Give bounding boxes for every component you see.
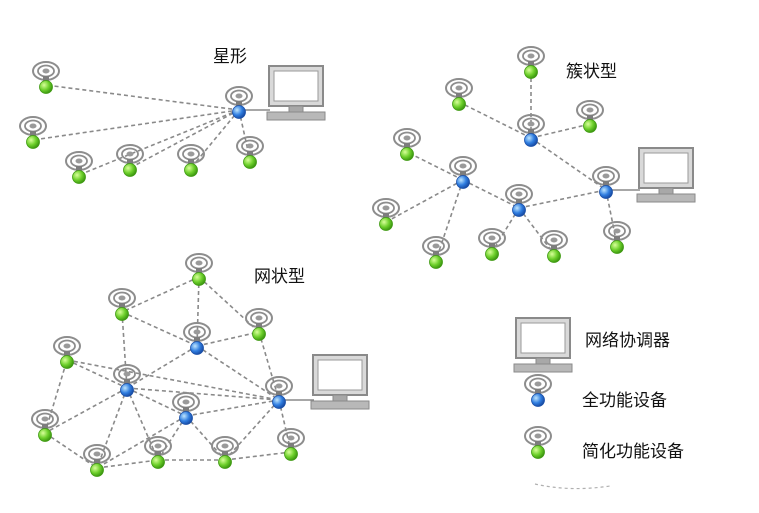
mesh-reduced-function-device xyxy=(83,444,111,477)
legend-reduced-function-device-icon xyxy=(524,426,552,459)
decorative-curve xyxy=(534,483,611,490)
star-link xyxy=(190,109,240,169)
legend-computer-icon xyxy=(513,317,573,373)
mesh-coordinator-computer xyxy=(310,354,370,410)
mesh-link xyxy=(66,359,280,401)
star-full-function-device xyxy=(225,86,253,119)
node-layer xyxy=(19,46,696,477)
mesh-full-function-device xyxy=(265,376,293,409)
legend-reduced-function-device-label: 简化功能设备 xyxy=(582,442,684,462)
mesh-link xyxy=(44,432,98,469)
mesh-link xyxy=(126,345,198,389)
cluster-reduced-function-device xyxy=(422,236,450,269)
cluster-link xyxy=(462,179,520,209)
mesh-link xyxy=(224,399,280,461)
star-reduced-function-device xyxy=(177,144,205,177)
cluster-coordinator-computer xyxy=(636,147,696,203)
mesh-reduced-function-device xyxy=(144,436,172,469)
legend-full-function-device-icon xyxy=(524,374,552,407)
legend-blue-node-icon xyxy=(524,374,552,407)
cluster-reduced-function-device xyxy=(445,78,473,111)
star-link xyxy=(32,109,240,141)
cluster-reduced-function-device xyxy=(576,100,604,133)
legend-green-node-icon xyxy=(524,426,552,459)
star-link xyxy=(78,109,240,176)
cluster-link xyxy=(605,189,618,246)
mesh-link xyxy=(121,311,128,389)
star-reduced-function-device xyxy=(236,136,264,169)
star-reduced-function-device xyxy=(32,61,60,94)
mesh-link xyxy=(121,276,200,313)
mesh-reduced-function-device xyxy=(108,288,136,321)
star-link xyxy=(129,109,240,169)
mesh-link xyxy=(96,459,159,469)
star-reduced-function-device xyxy=(65,151,93,184)
legend: 网络协调器 全功能设备 简化功能设备 xyxy=(513,317,684,462)
mesh-full-function-device xyxy=(183,322,211,355)
mesh-link xyxy=(126,387,187,417)
cluster-reduced-function-device xyxy=(540,230,568,263)
mesh-link xyxy=(196,276,200,347)
mesh-reduced-function-device xyxy=(245,308,273,341)
mesh-link xyxy=(224,451,292,461)
mesh-link xyxy=(126,387,280,401)
mesh-link xyxy=(66,359,128,389)
mesh-link xyxy=(185,399,280,417)
mesh-link xyxy=(196,331,260,347)
cluster-full-function-device xyxy=(505,184,533,217)
mesh-link xyxy=(44,387,128,434)
legend-coordinator-icon xyxy=(513,317,573,373)
cluster-full-function-device xyxy=(592,166,620,199)
cluster-reduced-function-device xyxy=(393,128,421,161)
star-reduced-function-device xyxy=(19,116,47,149)
cluster-title: 簇状型 xyxy=(566,62,617,82)
link-layer xyxy=(32,70,640,469)
cluster-reduced-function-device xyxy=(603,221,631,254)
mesh-link xyxy=(96,387,128,469)
cluster-link xyxy=(491,207,520,253)
star-link xyxy=(45,84,240,111)
mesh-reduced-function-device xyxy=(185,253,213,286)
star-title: 星形 xyxy=(213,47,247,67)
mesh-link xyxy=(185,415,226,461)
mesh-link xyxy=(96,415,187,469)
mesh-title: 网状型 xyxy=(254,267,305,287)
mesh-reduced-function-device xyxy=(277,428,305,461)
legend-coordinator-label: 网络协调器 xyxy=(585,331,670,351)
mesh-full-function-device xyxy=(113,364,141,397)
cluster-reduced-function-device xyxy=(517,46,545,79)
mesh-full-function-device xyxy=(172,392,200,425)
cluster-link xyxy=(530,123,591,139)
cluster-full-function-device xyxy=(517,114,545,147)
mesh-reduced-function-device xyxy=(31,409,59,442)
cluster-link xyxy=(435,179,464,261)
cluster-full-function-device xyxy=(449,156,477,189)
cluster-reduced-function-device xyxy=(372,198,400,231)
star-reduced-function-device xyxy=(116,144,144,177)
mesh-link xyxy=(157,415,187,461)
legend-full-function-device-label: 全功能设备 xyxy=(582,391,667,411)
mesh-link xyxy=(196,345,280,401)
mesh-link xyxy=(258,331,280,401)
mesh-reduced-function-device xyxy=(211,436,239,469)
cluster-link xyxy=(530,137,607,191)
cluster-link xyxy=(518,189,607,209)
mesh-link xyxy=(126,387,159,461)
cluster-link xyxy=(518,207,555,255)
mesh-reduced-function-device xyxy=(53,336,81,369)
mesh-link xyxy=(44,359,68,434)
cluster-link xyxy=(406,151,464,181)
star-coordinator-computer xyxy=(266,65,326,121)
cluster-link xyxy=(385,179,464,223)
cluster-reduced-function-device xyxy=(478,228,506,261)
